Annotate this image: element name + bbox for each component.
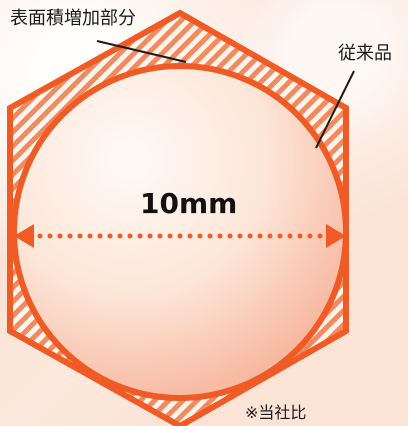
conventional-circle-area — [14, 66, 346, 398]
right-arrowhead-icon — [326, 224, 346, 248]
note-label: ※当社比 — [245, 403, 307, 422]
surface-increase-leader-line — [96, 40, 187, 63]
hexagon-icon — [7, 9, 349, 426]
conventional-leader-line — [315, 70, 355, 149]
circle-icon — [11, 63, 349, 401]
surface-increase-label: 表面積増加部分 — [10, 8, 136, 29]
left-arrowhead-icon — [14, 224, 34, 248]
measurement-label: 10mm — [140, 187, 238, 220]
conventional-label: 従来品 — [338, 43, 392, 64]
